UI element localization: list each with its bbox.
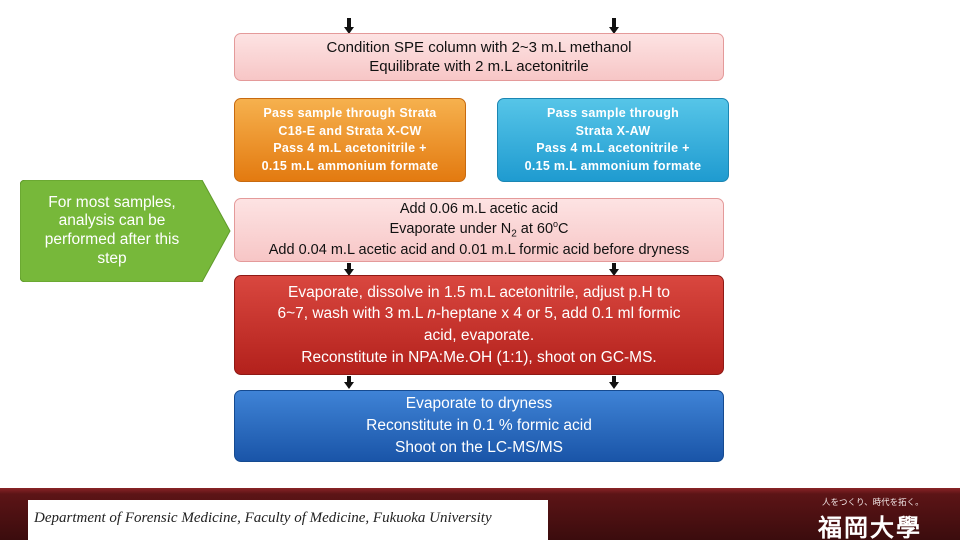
university-motto: 人をつくり、時代を拓く。 [822,498,924,508]
strata-aw-line-1: Pass sample through [546,106,680,120]
acetic-line-2-temp: at 60 [516,220,554,237]
strata-c18-line-1: Pass sample through Strata [263,106,437,120]
gcms-line-2-text: 6~7, wash with 3 m.L [277,305,428,323]
condition-line-2: Equilibrate with 2 m.L acetonitrile [369,58,589,75]
acetic-line-2-subscript: 2 [511,228,517,240]
side-note-line-1: For most samples, [48,193,176,211]
lcms-line-2: Reconstitute in 0.1 % formic acid [366,417,592,435]
strata-aw-line-2: Strata X-AW [575,123,651,138]
side-note-text: For most samples, analysis can be perfor… [28,186,196,276]
footer-text-panel [28,500,548,540]
condition-line-1: Condition SPE column with 2~3 m.L methan… [326,38,632,56]
lcms-line-1: Evaporate to dryness [405,395,553,413]
acetic-line-3: Add 0.04 m.L acetic acid and 0.01 m.L fo… [268,241,690,258]
acetic-acid-box: Add 0.06 m.L acetic acid Evaporate under… [234,198,724,262]
flow-arrow-gcms-right [608,376,619,389]
department-label: Department of Forensic Medicine, Faculty… [34,510,492,526]
acetic-line-1: Add 0.06 m.L acetic acid [399,201,559,218]
flow-arrow-acetic-left [343,263,354,276]
flow-arrow-gcms-left [343,376,354,389]
strata-c18-box: Pass sample through Strata C18-E and Str… [234,98,466,182]
strata-aw-line-3: Pass 4 m.L acetonitrile + [536,141,690,155]
acetic-line-2-unit: C [558,220,569,237]
strata-aw-box: Pass sample through Strata X-AW Pass 4 m… [497,98,729,182]
flow-arrow-acetic-right [608,263,619,276]
strata-c18-line-3: Pass 4 m.L acetonitrile + [273,141,427,155]
side-note-line-2: analysis can be [58,212,166,230]
strata-aw-line-4: 0.15 m.L ammonium formate [524,158,702,173]
acetic-line-2-text: Evaporate under N [389,220,512,237]
gcms-line-2-rest: -heptane x 4 or 5, add 0.1 ml formic [435,305,681,323]
condition-spe-box: Condition SPE column with 2~3 m.L methan… [234,33,724,81]
gcms-line-1: Evaporate, dissolve in 1.5 m.L acetonitr… [288,283,670,301]
side-note-line-4: step [97,249,127,267]
gcms-line-2-italic: n [427,305,436,323]
gcms-line-3: acid, evaporate. [423,327,535,344]
acetic-line-2-degree: o [553,219,559,230]
gcms-box: Evaporate, dissolve in 1.5 m.L acetonitr… [234,275,724,375]
side-note-line-3: performed after this [44,231,180,248]
strata-c18-line-2: C18-E and Strata X-CW [278,123,422,138]
gcms-line-2: 6~7, wash with 3 m.L n-heptane x 4 or 5,… [277,303,680,325]
acetic-line-2: Evaporate under N2 at 60oC [389,219,568,241]
gcms-line-4: Reconstitute in NPA:Me.OH (1:1), shoot o… [301,348,657,366]
university-logo: 福岡大學 [818,513,922,542]
flow-arrow-in-right [608,18,619,34]
strata-c18-line-4: 0.15 m.L ammonium formate [261,158,439,173]
lcms-box: Evaporate to dryness Reconstitute in 0.1… [234,390,724,462]
flow-arrow-in-left [343,18,354,34]
lcms-line-3: Shoot on the LC-MS/MS [395,438,563,456]
